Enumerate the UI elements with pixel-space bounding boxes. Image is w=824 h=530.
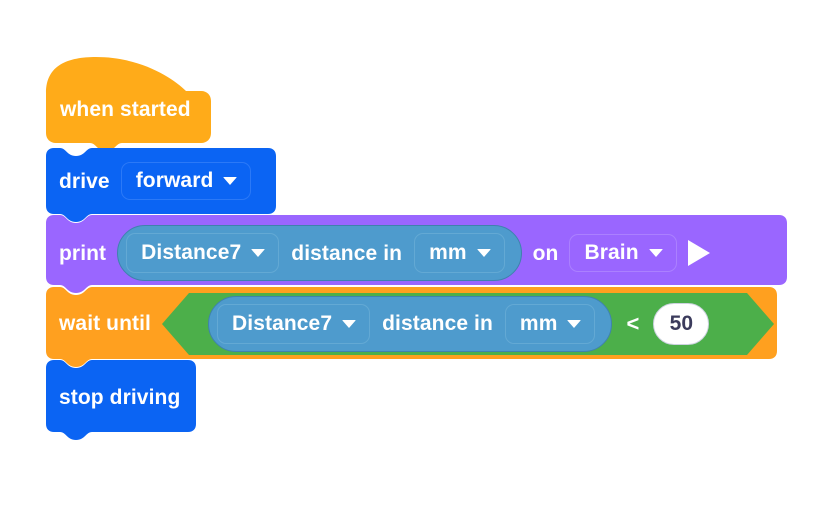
wait-unit-value: mm <box>519 311 558 335</box>
stop-driving-label: stop driving <box>59 385 181 409</box>
reporter-distance-wait[interactable]: Distance7 distance in mm <box>208 295 613 352</box>
print-reporter-text: distance in <box>291 241 403 265</box>
block-stop-driving[interactable]: stop driving <box>46 360 201 440</box>
threshold-value-input[interactable]: 50 <box>653 302 710 345</box>
block-drive[interactable]: drive forward <box>46 148 278 223</box>
print-unit-dropdown[interactable]: mm <box>414 233 505 273</box>
wait-reporter-text: distance in <box>382 312 493 335</box>
less-than-symbol: < <box>626 310 640 336</box>
reporter-distance-print[interactable]: Distance7 distance in mm <box>117 225 522 281</box>
drive-label: drive <box>59 169 110 193</box>
when-started-label: when started <box>60 97 191 121</box>
print-on-label: on <box>532 241 559 265</box>
print-device-value: Brain <box>584 241 639 264</box>
wait-until-label: wait until <box>59 311 151 335</box>
drive-direction-dropdown[interactable]: forward <box>120 162 252 200</box>
chevron-down-icon <box>476 249 491 257</box>
wait-sensor-dropdown[interactable]: Distance7 <box>217 303 371 344</box>
stop-driving-shape <box>46 360 196 440</box>
when-started-shape <box>46 57 211 151</box>
print-unit-value: mm <box>429 241 467 264</box>
chevron-down-icon <box>223 177 238 185</box>
drive-direction-value: forward <box>135 169 214 192</box>
chevron-down-icon <box>567 319 582 328</box>
print-sensor-dropdown[interactable]: Distance7 <box>126 233 280 273</box>
print-label: print <box>59 241 107 265</box>
wait-sensor-value: Distance7 <box>232 311 333 335</box>
block-wait-until[interactable]: wait until Distance7 distance in mm < 50 <box>46 287 781 367</box>
wait-unit-dropdown[interactable]: mm <box>504 303 596 344</box>
block-print[interactable]: print Distance7 distance in mm on Brain <box>46 215 791 293</box>
chevron-down-icon <box>342 319 357 328</box>
print-device-dropdown[interactable]: Brain <box>569 234 677 272</box>
play-icon[interactable] <box>687 240 710 266</box>
chevron-down-icon <box>251 249 266 257</box>
chevron-down-icon <box>648 249 663 257</box>
block-when-started[interactable]: when started <box>46 55 211 151</box>
print-sensor-value: Distance7 <box>141 241 242 264</box>
